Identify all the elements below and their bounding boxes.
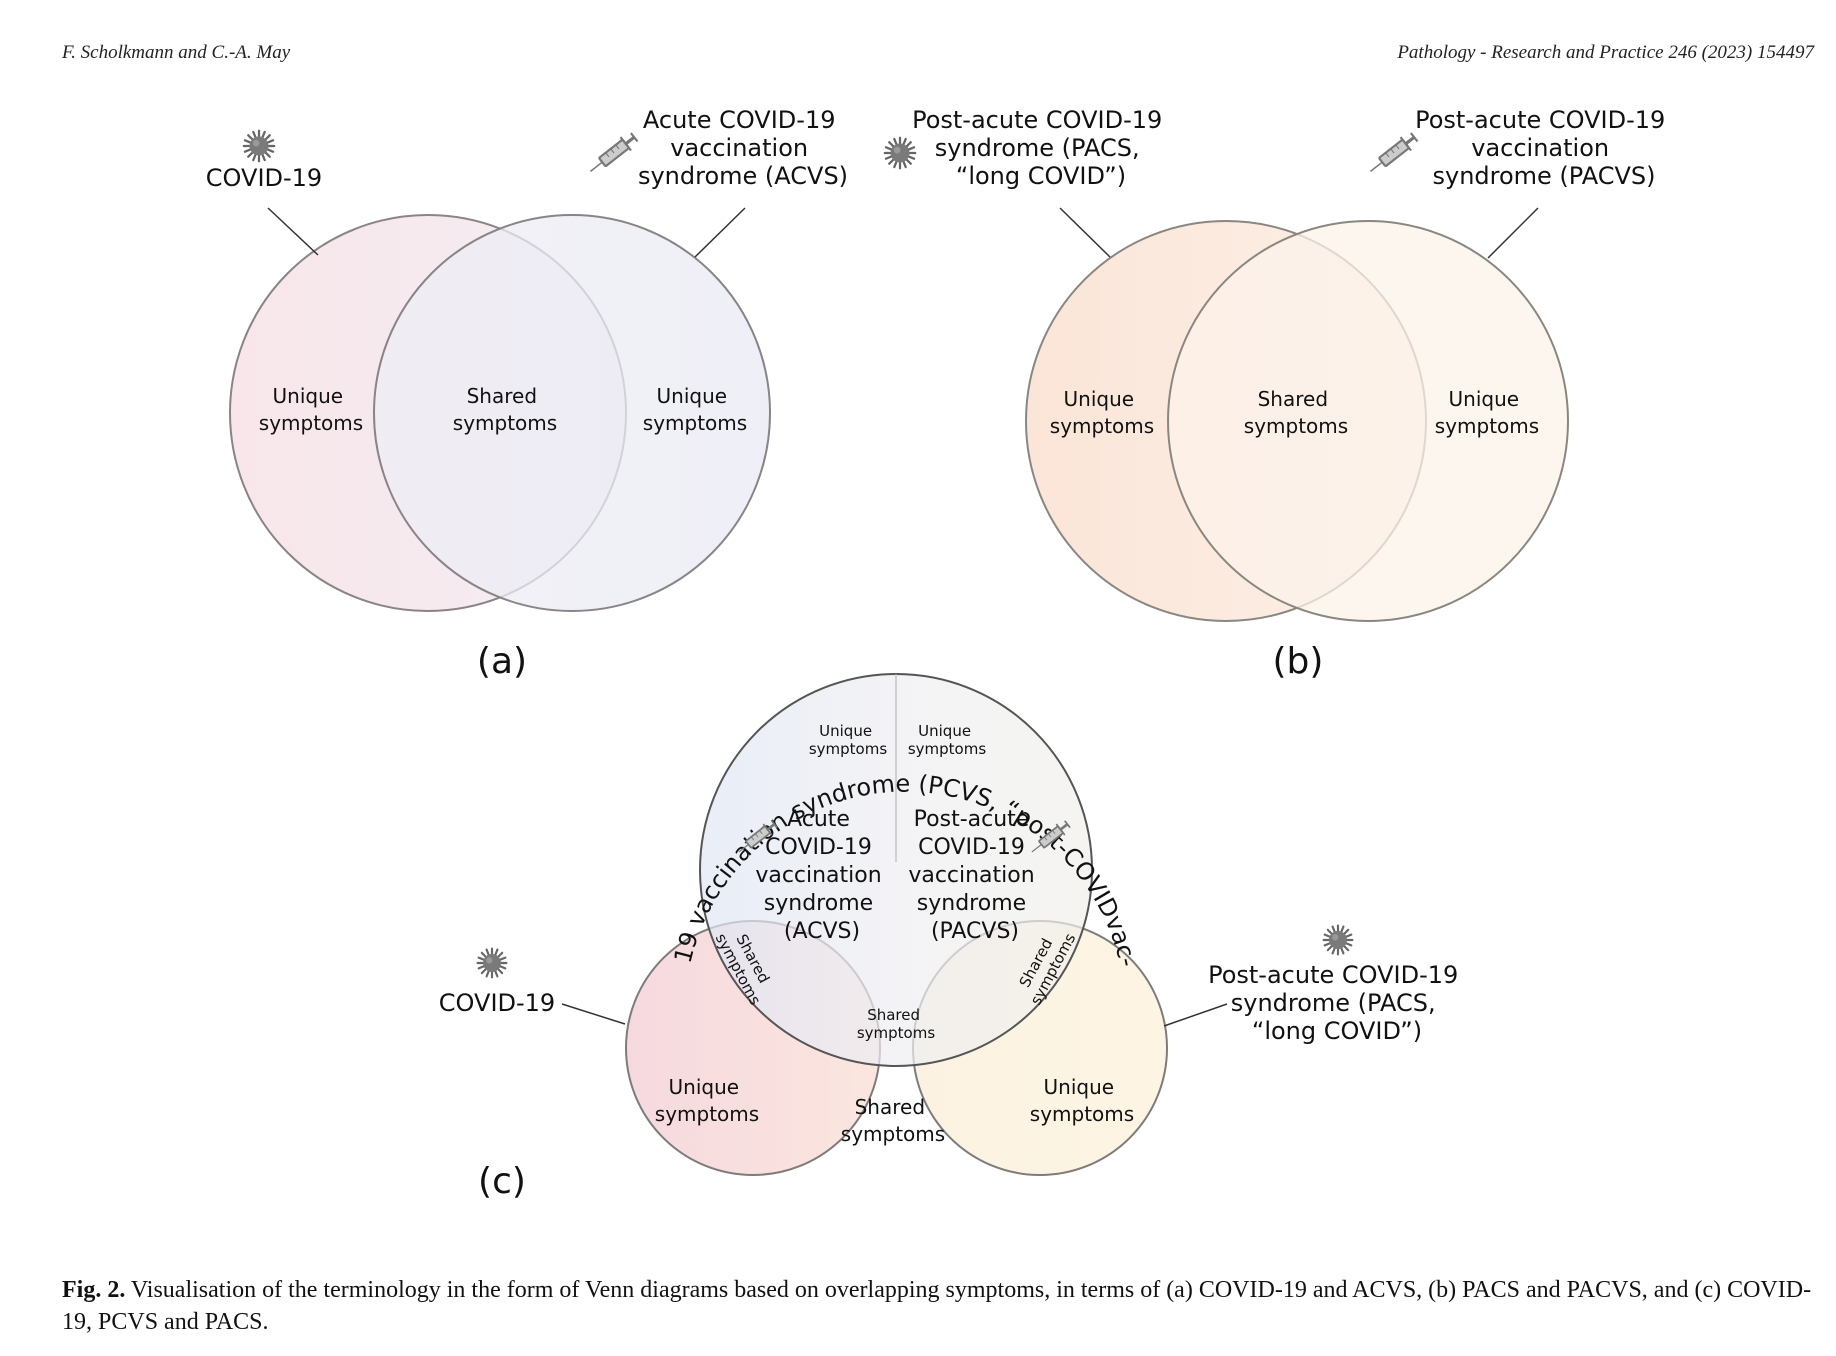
leader-line-covid19 — [561, 1003, 626, 1025]
syringe-icon — [585, 131, 639, 179]
region-pacs-unique: Unique symptoms — [1030, 1075, 1134, 1126]
region-shared: Shared symptoms — [453, 384, 557, 435]
leader-line-pacs — [1163, 1003, 1228, 1027]
running-header-journal: Pathology - Research and Practice 246 (2… — [1397, 42, 1814, 63]
venn-circle-pacvs — [1167, 220, 1569, 622]
region-right-unique: Unique symptoms — [1435, 387, 1539, 438]
figure-caption-label: Fig. 2. — [62, 1277, 126, 1303]
virus-icon — [883, 136, 917, 170]
leader-line-pacvs — [1487, 207, 1539, 259]
venn-circle-acvs — [373, 214, 771, 612]
region-pacvs-unique: Unique symptoms — [908, 722, 986, 758]
leader-line-acvs — [694, 207, 746, 258]
panel-a: COVID-19 Acute COVID-19 vaccination synd… — [206, 106, 848, 682]
virus-icon — [476, 947, 508, 979]
virus-icon — [242, 129, 276, 163]
set-label-pacs: Post-acute COVID-19 syndrome (PACS, “lon… — [912, 106, 1170, 190]
region-right-unique: Unique symptoms — [643, 384, 747, 435]
region-acvs-unique: Unique symptoms — [809, 722, 887, 758]
set-label-pacs: Post-acute COVID-19 syndrome (PACS, “lon… — [1208, 961, 1466, 1045]
panel-label-b: (b) — [1273, 641, 1324, 682]
set-label-acvs: Acute COVID-19 vaccination syndrome (ACV… — [755, 807, 888, 944]
panel-label-a: (a) — [477, 641, 527, 682]
region-triple-shared: Shared symptoms — [857, 1006, 935, 1042]
set-label-covid19: COVID-19 — [439, 989, 555, 1017]
syringe-icon — [1365, 131, 1419, 179]
set-label-covid19: COVID-19 — [206, 164, 322, 192]
panel-b: Post-acute COVID-19 syndrome (PACS, “lon… — [883, 106, 1673, 682]
region-covid19-pacs-shared: Shared symptoms — [841, 1095, 945, 1146]
region-shared: Shared symptoms — [1244, 387, 1348, 438]
set-label-pacvs: Post-acute COVID-19 vaccination syndrome… — [1415, 106, 1673, 190]
running-header-authors: F. Scholkmann and C.-A. May — [62, 42, 291, 63]
figure-caption: Fig. 2. Visualisation of the terminology… — [62, 1274, 1814, 1338]
leader-line-pacs — [1059, 207, 1111, 258]
leader-line-covid19 — [267, 207, 319, 256]
region-left-unique: Unique symptoms — [1050, 387, 1154, 438]
set-label-pacvs: Post-acute COVID-19 vaccination syndrome… — [908, 807, 1041, 944]
set-label-acvs: Acute COVID-19 vaccination syndrome (ACV… — [638, 106, 848, 190]
region-covid19-unique: Unique symptoms — [655, 1075, 759, 1126]
virus-icon — [1322, 924, 1354, 956]
figure-caption-text: Visualisation of the terminology in the … — [62, 1277, 1812, 1335]
region-left-unique: Unique symptoms — [259, 384, 363, 435]
panel-label-c: (c) — [478, 1161, 526, 1202]
